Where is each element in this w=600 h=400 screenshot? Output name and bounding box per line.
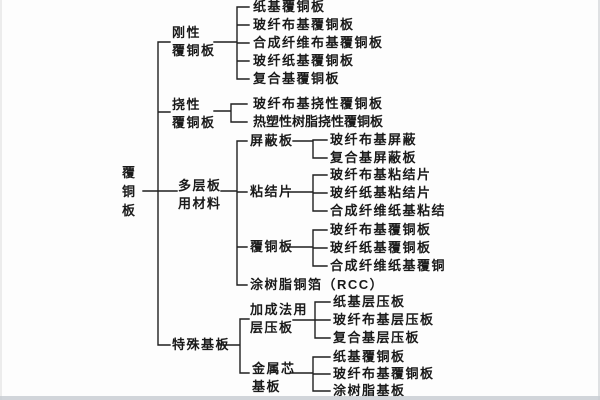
leaf-glass-paper-bonding-sheet: 玻纤纸基粘结片	[330, 185, 432, 200]
node-metal-core-substrate: 金属芯 基板	[252, 361, 296, 394]
node-resin-coated-copper-foil-rcc: 涂树脂铜箔（RCC）	[250, 277, 385, 292]
leaf-composite-base-laminate: 复合基层压板	[333, 330, 421, 345]
scan-edge-bottom	[0, 396, 600, 400]
leaf-thermoplastic-resin-flex-ccl: 热塑性树脂挠性覆铜板	[253, 114, 384, 129]
branch-flexible-ccl: 挠性 覆铜板	[172, 97, 216, 130]
root-node-ccl: 覆 铜 板	[122, 165, 137, 218]
leaf-synthetic-fiber-cloth-ccl: 合成纤维布基覆铜板	[253, 35, 384, 50]
branch-multilayer-materials: 多层板 用材料	[178, 178, 222, 211]
leaf-paper-base-laminate: 纸基层压板	[333, 294, 406, 309]
branch-rigid-ccl: 刚性 覆铜板	[172, 25, 216, 58]
leaf-synthetic-fiber-paper-bonding: 合成纤维纸基粘结	[330, 203, 447, 218]
node-bonding-sheet: 粘结片	[250, 184, 294, 199]
node-additive-process-laminate: 加成法用 层压板	[250, 302, 309, 335]
leaf-glass-cloth-shield: 玻纤布基屏蔽	[330, 132, 418, 147]
node-shielding-board: 屏蔽板	[250, 133, 294, 148]
leaf-glass-cloth-ccl-mc: 玻纤布基覆铜板	[333, 366, 435, 381]
leaf-glass-cloth-bonding-sheet: 玻纤布基粘结片	[330, 167, 432, 182]
leaf-glass-cloth-ccl-ml: 玻纤布基覆铜板	[330, 222, 432, 237]
leaf-glass-paper-base-ccl: 玻纤纸基覆铜板	[253, 53, 355, 68]
leaf-composite-base-ccl: 复合基覆铜板	[253, 71, 341, 86]
leaf-glass-cloth-flex-ccl: 玻纤布基挠性覆铜板	[253, 96, 384, 111]
leaf-glass-paper-ccl-ml: 玻纤纸基覆铜板	[330, 240, 432, 255]
node-ccl-multilayer: 覆铜板	[250, 239, 294, 254]
leaf-synthetic-fiber-paper-ccl-ml: 合成纤维纸基覆铜	[330, 258, 447, 273]
leaf-composite-shield-board: 复合基屏蔽板	[330, 150, 418, 165]
leaf-glass-cloth-laminate: 玻纤布基层压板	[333, 312, 435, 327]
leaf-paper-base-ccl: 纸基覆铜板	[253, 0, 326, 14]
leaf-resin-coated-substrate: 涂树脂基板	[333, 383, 406, 398]
scan-edge-right	[598, 0, 600, 400]
scan-edge-left	[0, 0, 2, 400]
leaf-glass-cloth-base-ccl: 玻纤布基覆铜板	[253, 17, 355, 32]
branch-special-substrate: 特殊基板	[172, 337, 231, 352]
leaf-paper-base-ccl-mc: 纸基覆铜板	[333, 349, 406, 364]
